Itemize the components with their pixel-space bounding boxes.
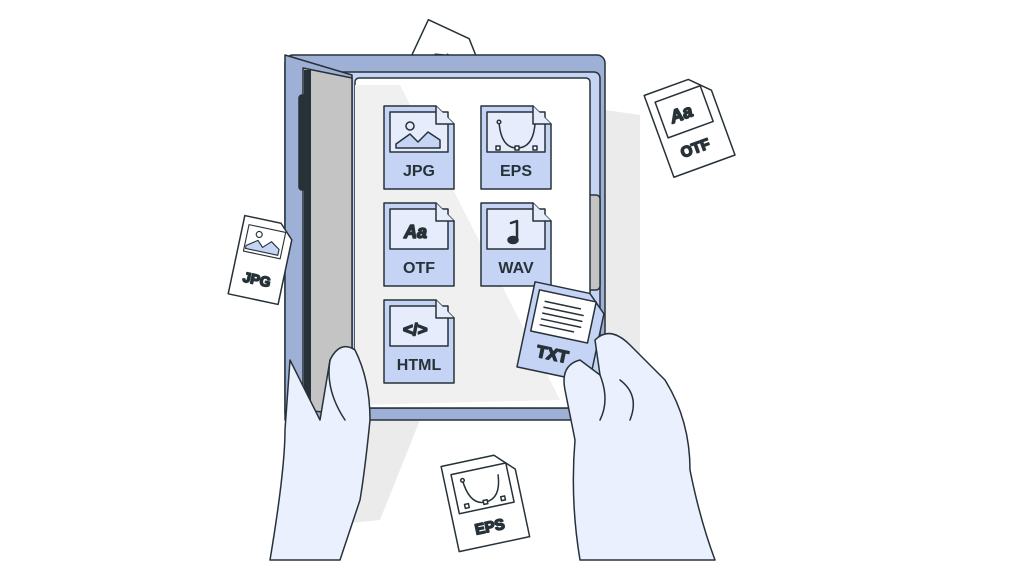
file-label: EPS (473, 516, 506, 539)
file-label: JPG (403, 163, 435, 180)
held-file-txt: TXT (516, 281, 605, 384)
file-label: WAV (498, 260, 534, 277)
scattered-file-jpg: JPG (227, 214, 293, 306)
file-label: HTML (397, 357, 442, 374)
file-icon-html: </> HTML (383, 299, 455, 384)
scattered-file-otf: Aa OTF (643, 78, 736, 178)
left-hand (269, 345, 371, 561)
file-label: OTF (403, 260, 435, 277)
file-icon-wav: WAV (480, 202, 552, 287)
file-icon-otf: Aa OTF (383, 202, 455, 287)
music-note-icon (507, 219, 519, 245)
file-label: EPS (500, 163, 532, 180)
right-hand (563, 332, 716, 561)
font-icon: Aa (403, 222, 427, 242)
file-icon-eps: EPS (480, 105, 552, 190)
file-label: JPG (241, 269, 272, 290)
file-icon-jpg: JPG (383, 105, 455, 190)
text-document-icon (539, 300, 584, 333)
code-icon: </> (403, 320, 428, 339)
scattered-file-eps: EPS (440, 454, 531, 553)
